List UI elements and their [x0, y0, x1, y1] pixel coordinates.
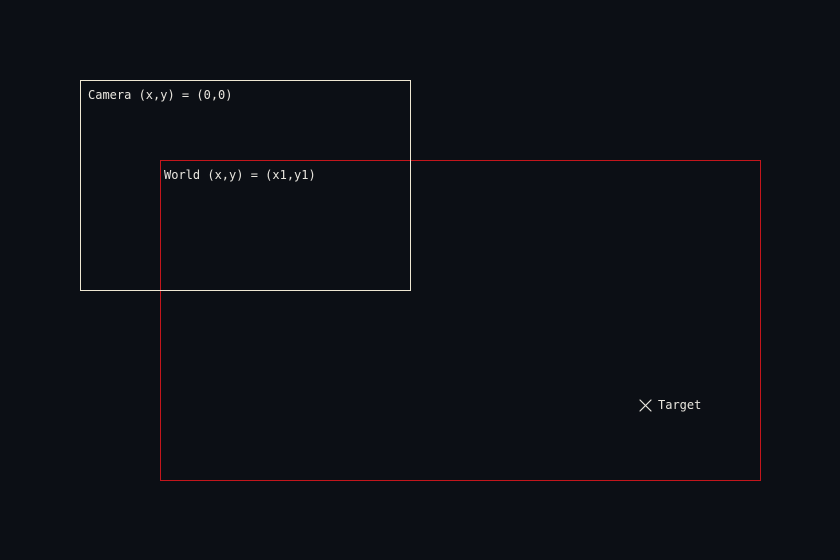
world-label: World (x,y) = (x1,y1) [164, 168, 316, 182]
target-label: Target [658, 398, 702, 412]
x-marker-icon [639, 399, 652, 412]
camera-label: Camera (x,y) = (0,0) [88, 88, 233, 102]
camera-frame [80, 80, 411, 291]
world-frame [160, 160, 761, 481]
